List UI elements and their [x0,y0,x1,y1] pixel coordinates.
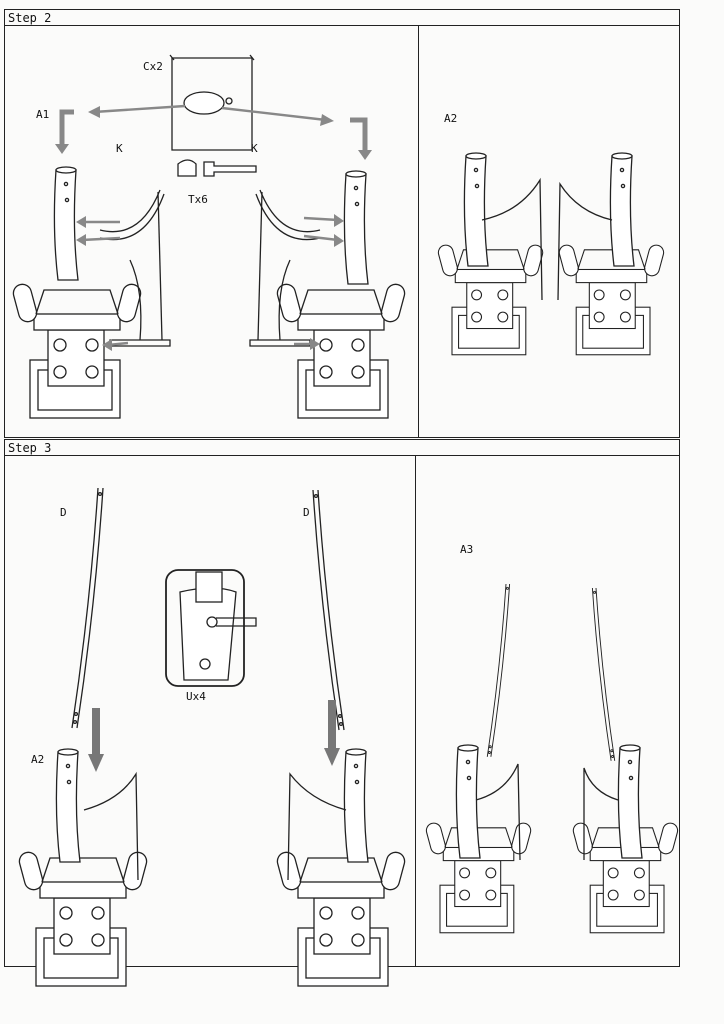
label-d-left: D [60,506,67,519]
part-d-rod-right [312,489,345,731]
a2-unit-right [274,849,408,987]
arrow-to-a1 [93,104,186,114]
step-3-title: Step 3 [8,441,52,455]
step-2-header: Step 2 [4,9,680,25]
arrow-to-k [221,106,327,122]
step-3-header: Step 3 [4,439,680,455]
seat-unit-right [274,281,408,419]
label-c: Cx2 [143,60,163,73]
label-d-right: D [303,506,310,519]
result-a2-left [436,242,545,356]
part-c-cover [169,54,255,151]
label-a2: A2 [31,753,45,766]
label-a3-result: A3 [460,543,474,556]
part-u-detail [165,569,257,687]
label-u: Ux4 [186,690,206,703]
label-k-left: K [116,142,123,155]
step-2-title: Step 2 [8,11,52,25]
label-t: Tx6 [188,193,208,206]
part-d-rod-left [71,487,104,729]
a2-unit-left [16,849,150,987]
label-a1: A1 [36,108,50,121]
step-2-right-panel [418,25,680,438]
result-a2-right [557,242,666,356]
label-a2-result: A2 [444,112,458,125]
label-k-right: K [251,142,258,155]
part-t-wrench [177,159,257,177]
seat-unit-left [10,281,144,419]
step-3-right-panel [415,455,680,967]
